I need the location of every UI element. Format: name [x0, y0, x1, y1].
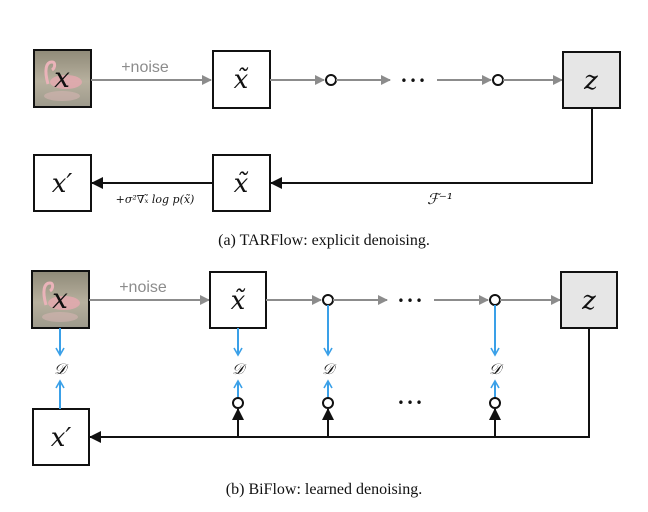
input-label-b: x: [52, 282, 68, 315]
distance-label-1: 𝒟: [232, 360, 247, 378]
panel-a: x +noise x̃ ••• z ℱ⁻¹ x̃ +σ²∇ₓ̃ log p(x̃…: [33, 49, 621, 249]
noise-label: +noise: [121, 59, 169, 76]
noisy-label: x̃: [234, 65, 249, 95]
latent-label-b: z: [581, 286, 596, 316]
recovered-noisy-box: [212, 154, 271, 212]
input-image-box: x: [33, 49, 92, 108]
flamingo-neck: [42, 281, 55, 306]
flow-node-b2: [489, 294, 501, 306]
score-label: +σ²∇ₓ̃ log p(x̃): [116, 193, 195, 206]
flamingo-body: [50, 75, 82, 89]
flow-node-2: [492, 74, 504, 86]
ellipsis-dots-top: •••: [397, 294, 424, 308]
caption-b: (b) BiFlow: learned denoising.: [226, 481, 422, 498]
recovered-noisy-label: x̃: [234, 169, 249, 199]
distance-label-2: 𝒟: [322, 360, 337, 378]
input-image-box-b: x: [31, 270, 90, 329]
reverse-flow-arrow: [89, 328, 590, 443]
noisy-box: [212, 50, 271, 109]
flow-node-1: [325, 74, 337, 86]
flamingo-reflection: [42, 312, 78, 322]
distance-label-0: 𝒟: [54, 360, 69, 378]
inverse-flow-arrow: [270, 108, 593, 189]
input-label: x: [54, 61, 70, 94]
latent-label: z: [583, 66, 598, 96]
flamingo-reflection: [44, 91, 80, 101]
panel-b: x +noise x̃ ••• z x′ 𝒟 𝒟 𝒟: [31, 270, 618, 498]
ellipsis-dots: •••: [400, 74, 427, 88]
output-box: [33, 154, 92, 212]
latent-box-b: [560, 271, 618, 329]
output-label-b: x′: [51, 423, 72, 453]
reverse-node-3: [489, 397, 501, 409]
flow-node-b1: [322, 294, 334, 306]
ellipsis-dots-bottom: •••: [397, 396, 424, 410]
caption-a: (a) TARFlow: explicit denoising.: [218, 232, 430, 249]
flamingo-body: [48, 296, 80, 310]
noisy-label-b: x̃: [231, 286, 246, 316]
reverse-node-1: [232, 397, 244, 409]
reverse-node-2: [322, 397, 334, 409]
latent-box: [562, 51, 621, 109]
flamingo-neck: [44, 60, 57, 85]
output-label: x′: [52, 169, 73, 199]
inverse-label: ℱ⁻¹: [427, 190, 453, 208]
distance-label-3: 𝒟: [489, 360, 504, 378]
noise-label-b: +noise: [119, 279, 167, 296]
